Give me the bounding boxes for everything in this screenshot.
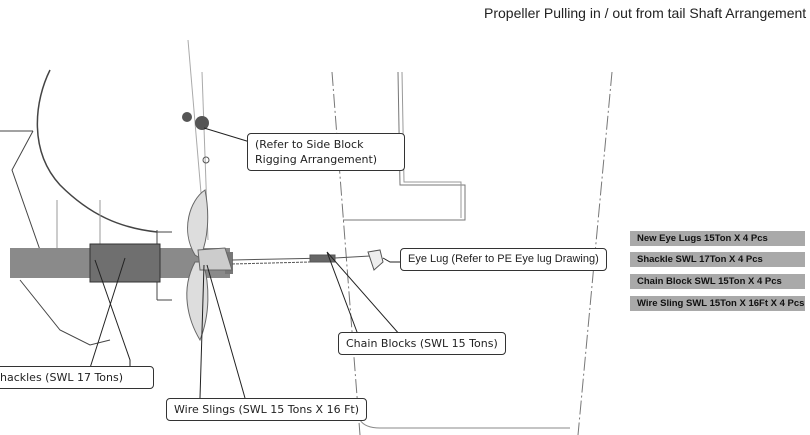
- drawing-title: Propeller Pulling in / out from tail Sha…: [484, 5, 807, 21]
- base-line: [359, 419, 570, 429]
- rudder-stock-lines: [56, 200, 101, 250]
- centerline: [331, 71, 361, 435]
- side-block: [182, 112, 210, 164]
- rudder-outline: [11, 130, 172, 346]
- hull-curve: [36, 69, 158, 233]
- callout-chain-blocks: Chain Blocks (SWL 15 Tons): [338, 332, 506, 355]
- chain-block-assembly: [231, 249, 384, 271]
- legend-chain-block: Chain Block SWL 15Ton X 4 Pcs: [630, 274, 805, 289]
- callout-shackles: hackles (SWL 17 Tons): [0, 366, 154, 389]
- legend-eye-lugs: New Eye Lugs 15Ton X 4 Pcs: [630, 231, 805, 246]
- shaft-coupling: [89, 243, 161, 283]
- legend-shackle: Shackle SWL 17Ton X 4 Pcs: [630, 252, 805, 267]
- stern-frame-inner: [401, 71, 462, 218]
- callout-side-block-rigging: (Refer to Side Block Rigging Arrangement…: [247, 133, 405, 171]
- callout-wire-slings: Wire Slings (SWL 15 Tons X 16 Ft): [166, 398, 368, 421]
- legend-wire-sling: Wire Sling SWL 15Ton X 16Ft X 4 Pcs: [630, 296, 805, 311]
- callout-eye-lug: Eye Lug (Refer to PE Eye lug Drawing): [400, 248, 607, 271]
- propeller: [186, 189, 233, 342]
